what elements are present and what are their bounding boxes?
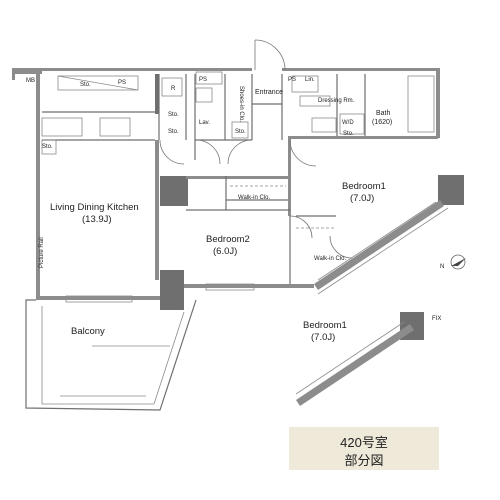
- caption-box: [289, 427, 439, 470]
- sto-top-label: Sto.: [80, 82, 91, 88]
- sto-lav1-label: Sto.: [168, 112, 179, 118]
- compass-north-label: N: [440, 264, 444, 270]
- bedroom1-size-label: (7.0J): [350, 193, 374, 204]
- sto-lav2-label: Sto.: [168, 129, 179, 135]
- balcony-label: Balcony: [71, 326, 105, 337]
- interior-lines: [41, 71, 435, 284]
- lav-label: Lav.: [199, 120, 210, 126]
- sto-bath-label: Sto.: [343, 131, 354, 137]
- partial-plan-label: 部分図: [344, 453, 384, 468]
- bedroom2-size-label: (6.0J): [213, 246, 237, 257]
- walls: [12, 68, 464, 340]
- entrance-label: Entrance: [255, 89, 283, 96]
- bedroom2-label: Bedroom2: [206, 234, 250, 245]
- ldk-size-label: (13.9J): [82, 214, 112, 225]
- shoes-in-clo-label: Shoes-in Clo.: [238, 86, 244, 122]
- picture-rail-label: Picture Rail: [39, 237, 45, 268]
- lin-label: Lin.: [305, 77, 315, 83]
- ldk-label: Living Dining Kitchen: [50, 202, 139, 213]
- bedroom1-alt-size-label: (7.0J): [311, 332, 335, 343]
- ps-lin-label: PS: [288, 77, 296, 83]
- sto-kitchen-label: Sto.: [42, 144, 53, 150]
- fix-label: FIX: [432, 316, 441, 322]
- balcony-lines: [25, 299, 197, 411]
- unit-number-label: 420号室: [340, 435, 388, 450]
- doors: [65, 39, 353, 303]
- sto-hall-label: Sto.: [235, 129, 246, 135]
- diagonal-wall: [295, 200, 449, 406]
- bedroom1-label: Bedroom1: [342, 181, 386, 192]
- ps-mid-label: PS: [199, 77, 207, 83]
- bath-size-label: (1620): [372, 119, 392, 126]
- bath-label: Bath: [376, 110, 391, 117]
- mb-label: MB: [26, 78, 35, 84]
- ps-top-label: PS: [118, 80, 126, 86]
- r-label: R: [171, 86, 176, 92]
- wd-label: W/D: [342, 120, 354, 126]
- walkin-clo1-label: Walk-in Clo.: [238, 195, 270, 201]
- dressing-rm-label: Dressing Rm.: [318, 98, 355, 104]
- compass-icon: N: [440, 254, 466, 270]
- bedroom1-alt-label: Bedroom1: [303, 320, 347, 331]
- walkin-clo2-label: Walk-in Clo.: [314, 256, 346, 262]
